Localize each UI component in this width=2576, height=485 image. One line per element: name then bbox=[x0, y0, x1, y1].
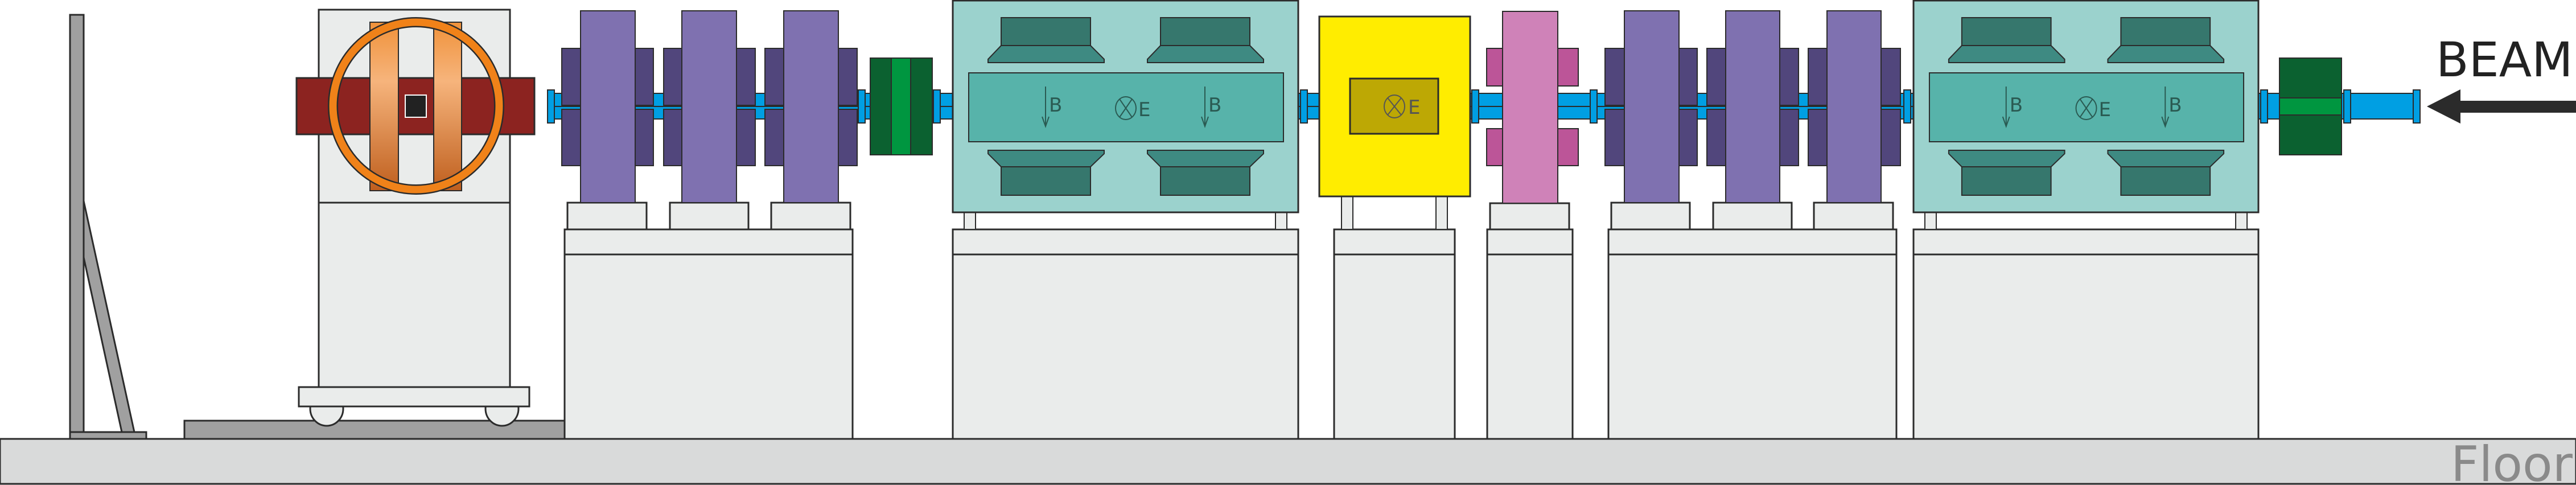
quadrupole-triplet bbox=[561, 10, 858, 440]
steerer-magnet bbox=[1486, 11, 1579, 440]
detector-sensor bbox=[405, 94, 427, 118]
field-into-page-icon bbox=[2075, 96, 2097, 120]
end-post bbox=[69, 14, 147, 440]
field-down-arrow-icon bbox=[1201, 87, 1209, 129]
quadrupole-triplet bbox=[1604, 10, 1901, 440]
coil-bar bbox=[433, 22, 462, 191]
electrostatic-deflector: E bbox=[1318, 15, 1471, 440]
field-label-b: B bbox=[1208, 94, 1221, 117]
field-into-page-icon bbox=[1384, 94, 1405, 118]
collimator bbox=[2279, 57, 2342, 155]
field-label-e: E bbox=[1408, 96, 1420, 119]
field-label-b: B bbox=[2010, 94, 2023, 117]
collimator bbox=[870, 57, 933, 155]
field-label-e: E bbox=[2098, 98, 2110, 121]
detector-tower bbox=[295, 9, 536, 427]
field-down-arrow-icon bbox=[1042, 87, 1050, 129]
field-label-b: B bbox=[2168, 94, 2182, 117]
beam-direction-arrow-icon bbox=[2427, 89, 2576, 124]
field-down-arrow-icon bbox=[2002, 87, 2010, 129]
field-into-page-icon bbox=[1115, 96, 1137, 120]
floor bbox=[0, 438, 2576, 485]
floor-label: Floor bbox=[2451, 436, 2573, 485]
beam-label: BEAM bbox=[2436, 32, 2573, 88]
field-label-e: E bbox=[1138, 98, 1150, 121]
field-down-arrow-icon bbox=[2161, 87, 2170, 129]
field-label-b: B bbox=[1049, 94, 1062, 117]
coil-bar bbox=[369, 22, 399, 191]
